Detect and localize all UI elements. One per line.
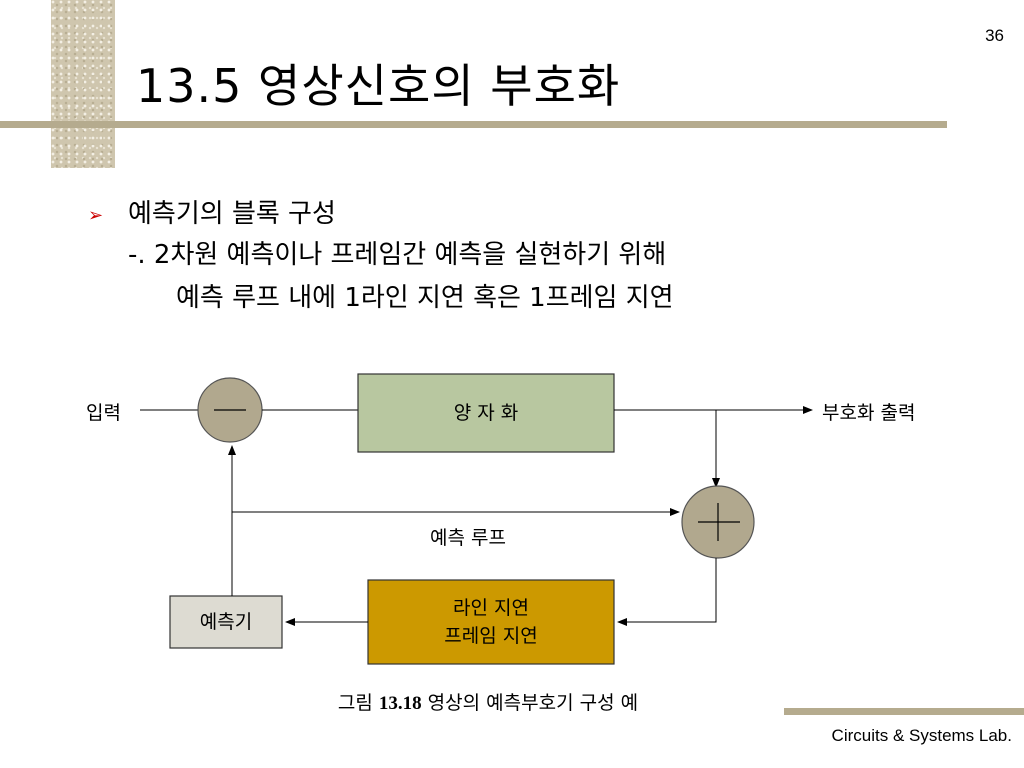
delay-box — [367, 579, 615, 665]
page-number: 36 — [985, 26, 1004, 45]
delay-label-line-2: 프레임 지연 — [444, 625, 538, 647]
figure-caption: 그림 13.18 영상의 예측부호기 구성 예 — [337, 692, 639, 714]
footer-lab: Circuits & Systems Lab. — [831, 726, 1012, 745]
quantizer-box — [357, 373, 615, 453]
bullet-line-2: -. 2차원 예측이나 프레임간 예측을 실현하기 위해 — [128, 240, 667, 270]
input-label: 입력 — [86, 402, 121, 424]
output-label: 부호화 출력 — [822, 402, 916, 424]
quantizer-label: 양 자 화 — [453, 402, 519, 424]
slide-title: 13.5 영상신호의 부호화 — [136, 59, 621, 113]
delay-label-line-1: 라인 지연 — [453, 597, 529, 619]
bullet-arrow-icon: ➢ — [88, 205, 104, 226]
delay-label: 라인 지연 프레임 지연 — [368, 580, 614, 664]
bullet-line-1: 예측기의 블록 구성 — [128, 199, 336, 229]
bullet-line-3: 예측 루프 내에 1라인 지연 혹은 1프레임 지연 — [176, 283, 674, 313]
title-decoration — [51, 0, 115, 168]
adder-to-delay-line — [617, 558, 717, 626]
title-rule — [0, 121, 947, 128]
footer-rule — [784, 708, 1024, 715]
predictor-box — [169, 595, 283, 649]
predictor-label: 예측기 — [199, 611, 253, 633]
loop-label: 예측 루프 — [430, 527, 506, 549]
